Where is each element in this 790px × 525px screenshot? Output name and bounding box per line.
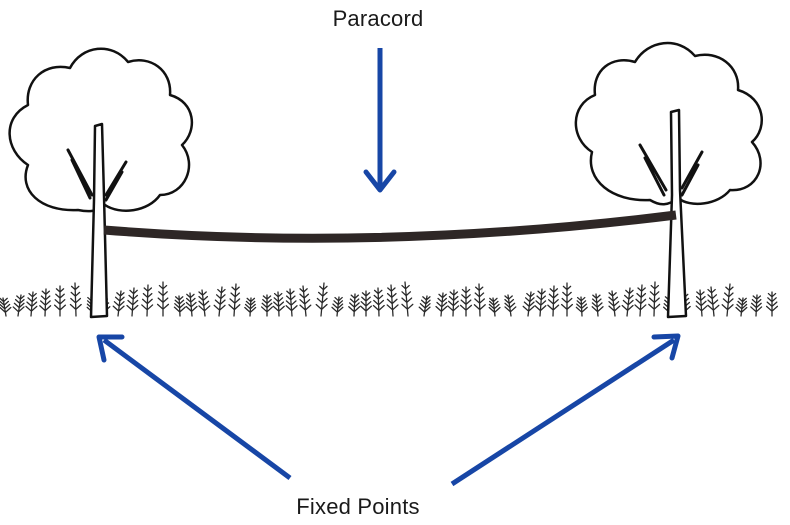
fixed-point-left-arrow-head: [96, 334, 125, 363]
grass-tuft: [299, 285, 312, 317]
grass-tuft: [386, 284, 399, 317]
grass-tuft: [621, 287, 634, 317]
grass-tuft: [721, 283, 734, 317]
grass-tuft: [648, 281, 661, 317]
grass-tuft: [53, 285, 67, 317]
left-tree-branch-right: [104, 160, 128, 202]
right-tree-icon: [574, 41, 763, 319]
paracord-label: Paracord: [332, 6, 424, 31]
grass-tuft: [244, 297, 257, 317]
grass-tuft: [695, 289, 708, 317]
right-tree-canopy: [574, 41, 763, 206]
grass-tuft: [735, 297, 748, 317]
grass-tuft: [173, 295, 186, 317]
arrows-group: [96, 48, 681, 487]
grass-tuft: [591, 293, 604, 317]
grass-tuft: [198, 289, 211, 317]
fixed-point-left-arrow: [102, 337, 292, 481]
grass-tuft: [522, 291, 535, 317]
grass-tuft: [25, 291, 38, 317]
grass-tuft: [126, 287, 139, 317]
grass-tuft: [12, 294, 25, 317]
left-tree-trunk: [89, 122, 109, 319]
grass-tuft: [331, 296, 344, 317]
grass-tuft: [750, 294, 763, 317]
grass-tuft: [560, 282, 574, 317]
grass-tuft: [418, 295, 431, 317]
grass-tuft: [575, 296, 588, 317]
grass-tuft: [435, 292, 448, 317]
paracord-arrow-head: [363, 169, 397, 193]
grass-tuft: [272, 291, 285, 317]
right-tree-trunk: [666, 108, 688, 319]
grass-tuft: [765, 291, 779, 317]
paracord-line: [103, 210, 677, 243]
grass-tuft: [39, 288, 52, 317]
grass-tuft: [634, 284, 647, 317]
grass-tuft: [69, 282, 82, 317]
grass-tuft: [547, 285, 560, 317]
grass-tuft: [315, 282, 328, 317]
grass-tuft: [372, 287, 385, 317]
grass-tuft: [260, 294, 274, 317]
grass-tuft: [447, 289, 460, 317]
grass-tuft: [213, 286, 226, 317]
right-tree-branch-right: [680, 150, 704, 197]
grass-tuft: [488, 297, 501, 317]
grass-tuft: [0, 297, 12, 317]
grass-tuft: [141, 284, 154, 317]
fixed-point-right-arrow-head: [651, 333, 681, 361]
grass-icon: [0, 281, 779, 317]
grass-tuft: [534, 288, 547, 317]
grass-tuft: [359, 290, 373, 317]
grass-tuft: [459, 286, 473, 317]
left-tree-icon: [8, 47, 194, 319]
right-tree-branch-left: [638, 143, 668, 197]
grass-tuft: [707, 286, 720, 317]
grass-tuft: [112, 290, 125, 317]
grass-tuft: [608, 290, 621, 317]
fixed-points-label: Fixed Points: [296, 494, 420, 519]
left-tree-branch-left: [66, 148, 94, 200]
grass-tuft: [228, 283, 241, 317]
grass-tuft: [185, 292, 198, 317]
fixed-point-right-arrow: [450, 337, 676, 487]
grass-tuft: [401, 281, 414, 317]
grass-tuft: [285, 288, 298, 317]
grass-tuft: [348, 293, 361, 317]
grass-tuft: [473, 283, 486, 317]
grass-tuft: [504, 294, 517, 317]
grass-tuft: [156, 281, 170, 317]
